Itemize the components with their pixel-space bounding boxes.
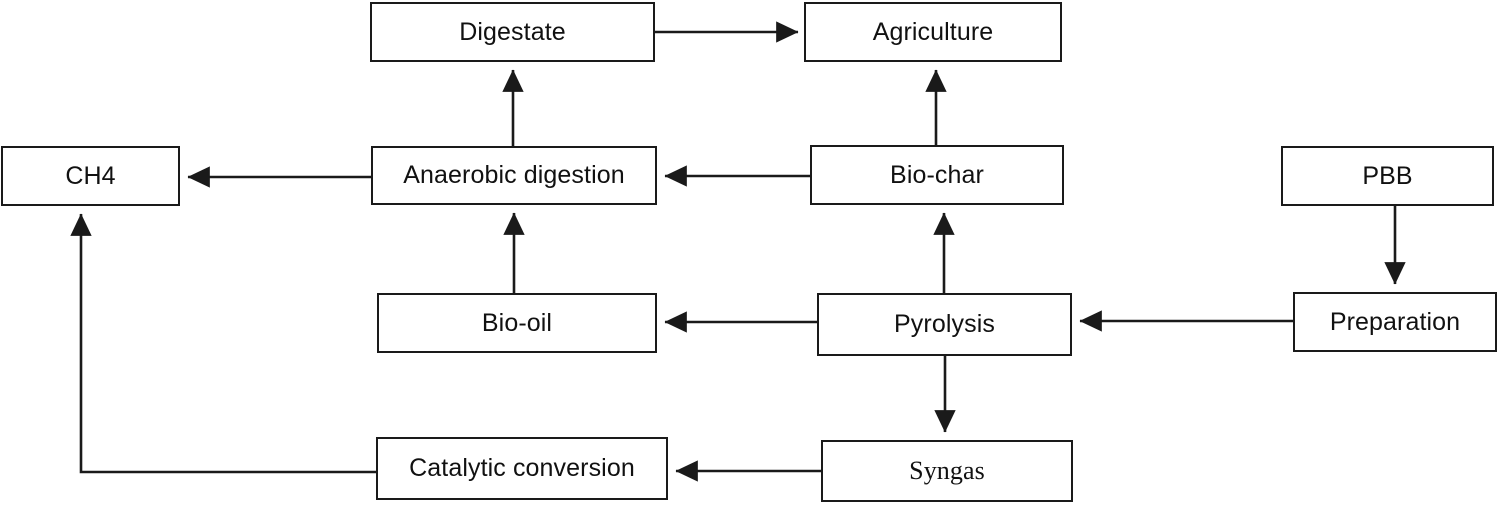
node-ch4[interactable]: CH4 bbox=[1, 146, 180, 206]
node-label-preparation: Preparation bbox=[1329, 307, 1461, 336]
node-label-digestate: Digestate bbox=[459, 17, 566, 46]
node-biooil[interactable]: Bio-oil bbox=[377, 293, 657, 353]
node-label-syngas: Syngas bbox=[909, 456, 985, 485]
node-label-agriculture: Agriculture bbox=[872, 17, 994, 46]
node-label-pbb: PBB bbox=[1362, 161, 1413, 190]
node-label-ch4: CH4 bbox=[65, 161, 116, 190]
node-label-biooil: Bio-oil bbox=[481, 308, 553, 337]
node-catalytic[interactable]: Catalytic conversion bbox=[376, 437, 668, 500]
node-pbb[interactable]: PBB bbox=[1281, 146, 1494, 206]
node-digestate[interactable]: Digestate bbox=[370, 2, 655, 62]
node-label-catalytic: Catalytic conversion bbox=[409, 454, 635, 482]
node-agriculture[interactable]: Agriculture bbox=[804, 2, 1062, 62]
node-label-biochar: Bio-char bbox=[890, 160, 984, 189]
node-syngas[interactable]: Syngas bbox=[821, 440, 1073, 502]
node-anaerobic[interactable]: Anaerobic digestion bbox=[371, 146, 657, 205]
node-label-pyrolysis: Pyrolysis bbox=[894, 310, 995, 338]
node-biochar[interactable]: Bio-char bbox=[810, 145, 1064, 205]
node-preparation[interactable]: Preparation bbox=[1293, 292, 1497, 352]
edge-catalytic-to-ch4 bbox=[70, 213, 376, 474]
node-pyrolysis[interactable]: Pyrolysis bbox=[817, 293, 1072, 356]
edge-group bbox=[70, 21, 1406, 482]
node-label-anaerobic: Anaerobic digestion bbox=[403, 161, 625, 189]
